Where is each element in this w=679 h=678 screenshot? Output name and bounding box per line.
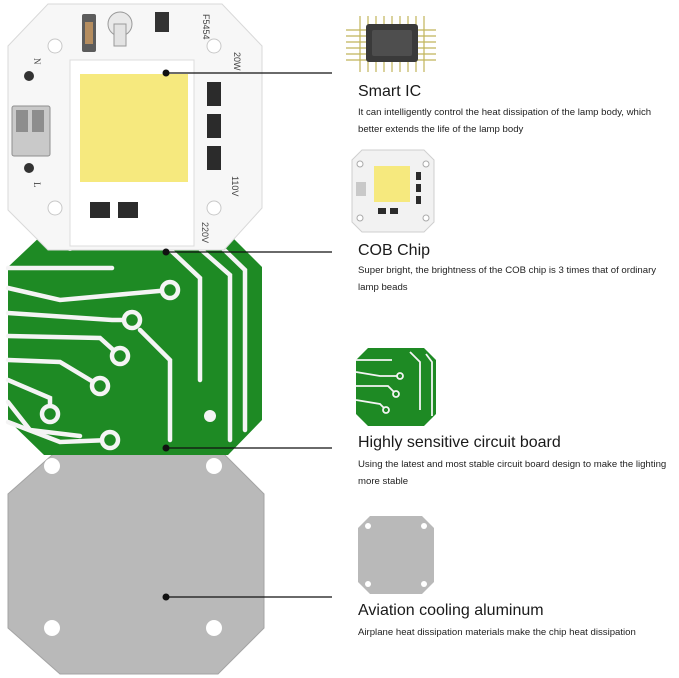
ic-chip-icon: [346, 16, 436, 72]
terminal-n: N: [32, 58, 42, 65]
marking-code: F5454: [201, 14, 211, 40]
leader-dot-pcb: [162, 444, 170, 452]
layer-desc-aluminum: Airplane heat dissipation materials make…: [358, 627, 636, 638]
aluminum-thumbnail: [358, 516, 434, 594]
layer-title-smart-ic: Smart IC: [358, 83, 422, 100]
layer-title-circuit-board: Highly sensitive circuit board: [358, 434, 561, 451]
cob-emitter: [80, 74, 188, 182]
leader-dot-ic: [162, 69, 170, 77]
marking-220v: 220V: [200, 222, 210, 243]
leader-dot-aluminum: [162, 593, 170, 601]
marking-power: 20W: [232, 52, 242, 71]
pcb-thumbnail: [355, 348, 436, 426]
cob-board-thumbnail: [351, 149, 435, 233]
layer-title-cob-chip: COB Chip: [358, 242, 431, 259]
layer-desc-cob-chip: Super bright, the brightness of the COB …: [358, 265, 657, 293]
layer-desc-circuit-board: Using the latest and most stable circuit…: [358, 459, 667, 487]
led-driver-board: F5454 20W 110V 220V N L: [7, 3, 263, 251]
aluminum-plate: [7, 447, 265, 675]
layer-title-aluminum: Aviation cooling aluminum: [358, 602, 544, 619]
leader-dot-cob: [162, 248, 170, 256]
leader-lines: [166, 72, 332, 598]
layer-desc-smart-ic: It can intelligently control the heat di…: [358, 107, 652, 135]
circuit-board: [5, 233, 262, 455]
terminal-l: L: [32, 182, 42, 188]
marking-110v: 110V: [230, 176, 240, 196]
